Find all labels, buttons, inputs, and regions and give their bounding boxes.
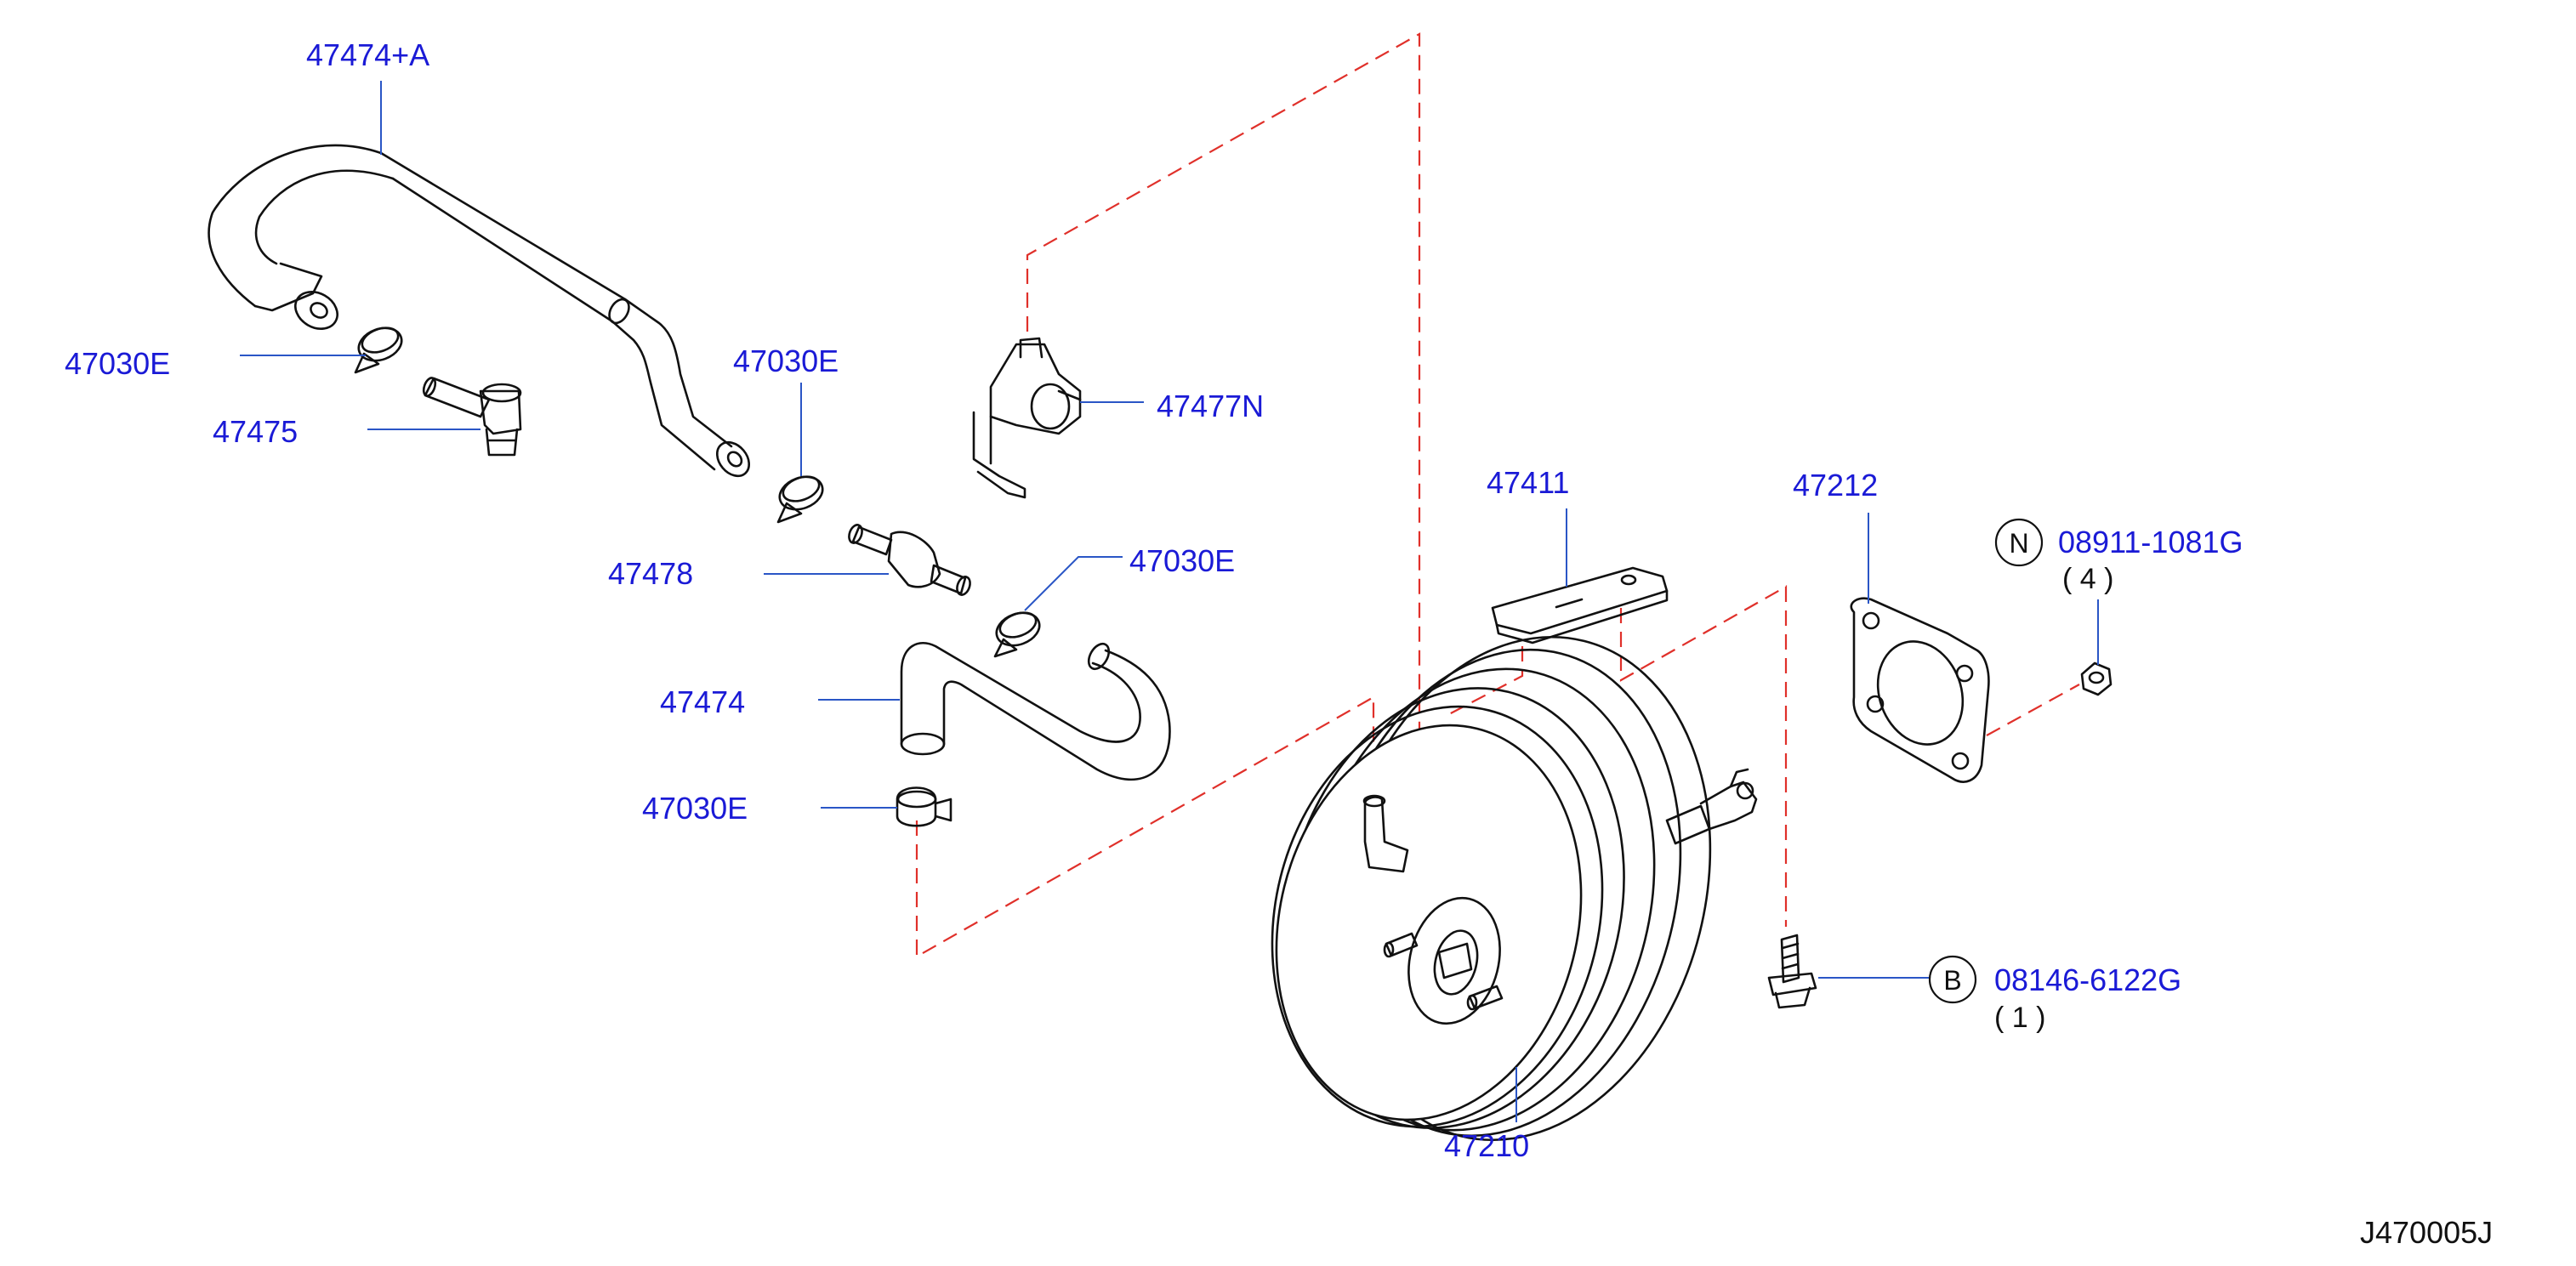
clamp-top-left-icon: [354, 326, 403, 374]
label-gasket: 47212: [1793, 468, 1878, 502]
label-hose-upper: 47474+A: [306, 37, 429, 72]
label-clamp-top-left: 47030E: [65, 346, 170, 381]
clamp-mid-icon: [776, 475, 824, 524]
elbow-connector-icon: [422, 377, 522, 457]
label-bolt-part: 08146-6122G: [1994, 962, 2181, 997]
dashed-line-clip-to-booster: [1026, 32, 1442, 741]
leader-clamp-right: [1024, 556, 1123, 611]
bolt-symbol-badge: B: [1928, 955, 1977, 1004]
bracket-clip-icon: [972, 337, 1082, 499]
label-hose-lower: 47474: [660, 684, 745, 719]
nut-icon: [2080, 661, 2113, 696]
label-check-valve: 47478: [608, 556, 693, 591]
part-labels: 47474+A 47030E 47475 47030E 47477N 47478…: [65, 37, 2493, 1250]
bolt-icon: [1767, 934, 1817, 1009]
label-clamp-bottom: 47030E: [642, 791, 748, 826]
brake-booster-icon: [1271, 636, 1758, 1141]
clamp-bottom-icon: [896, 786, 952, 827]
label-clamp-mid: 47030E: [733, 343, 839, 378]
dashed-line-bracket-to-booster: [1445, 646, 1524, 717]
dashed-line-gasket-to-nut: [1986, 684, 2080, 736]
label-booster: 47210: [1444, 1128, 1529, 1163]
clamp-right-icon: [993, 611, 1041, 658]
label-nut-qty: ( 4 ): [2062, 563, 2113, 595]
nut-symbol: N: [2009, 528, 2028, 559]
hose-upper-47474a: [208, 144, 751, 478]
diagram-code: J470005J: [2360, 1215, 2493, 1250]
bolt-symbol: B: [1943, 965, 1961, 996]
bracket-icon: [1491, 566, 1669, 644]
nut-symbol-badge: N: [1994, 518, 2044, 567]
label-elbow-connector: 47475: [213, 414, 298, 449]
check-valve-icon: [848, 524, 971, 596]
label-nut-part: 08911-1081G: [2058, 525, 2243, 559]
label-bolt-qty: ( 1 ): [1994, 1002, 2045, 1034]
label-bracket-clip: 47477N: [1157, 389, 1264, 423]
gasket-icon: [1850, 597, 1990, 783]
label-clamp-right: 47030E: [1129, 543, 1235, 578]
leader-lines: [240, 81, 2099, 1122]
label-bracket: 47411: [1487, 465, 1569, 500]
dashed-line-bracket-to-bolt: [1619, 585, 1788, 927]
hose-lower-icon: [900, 641, 1171, 781]
